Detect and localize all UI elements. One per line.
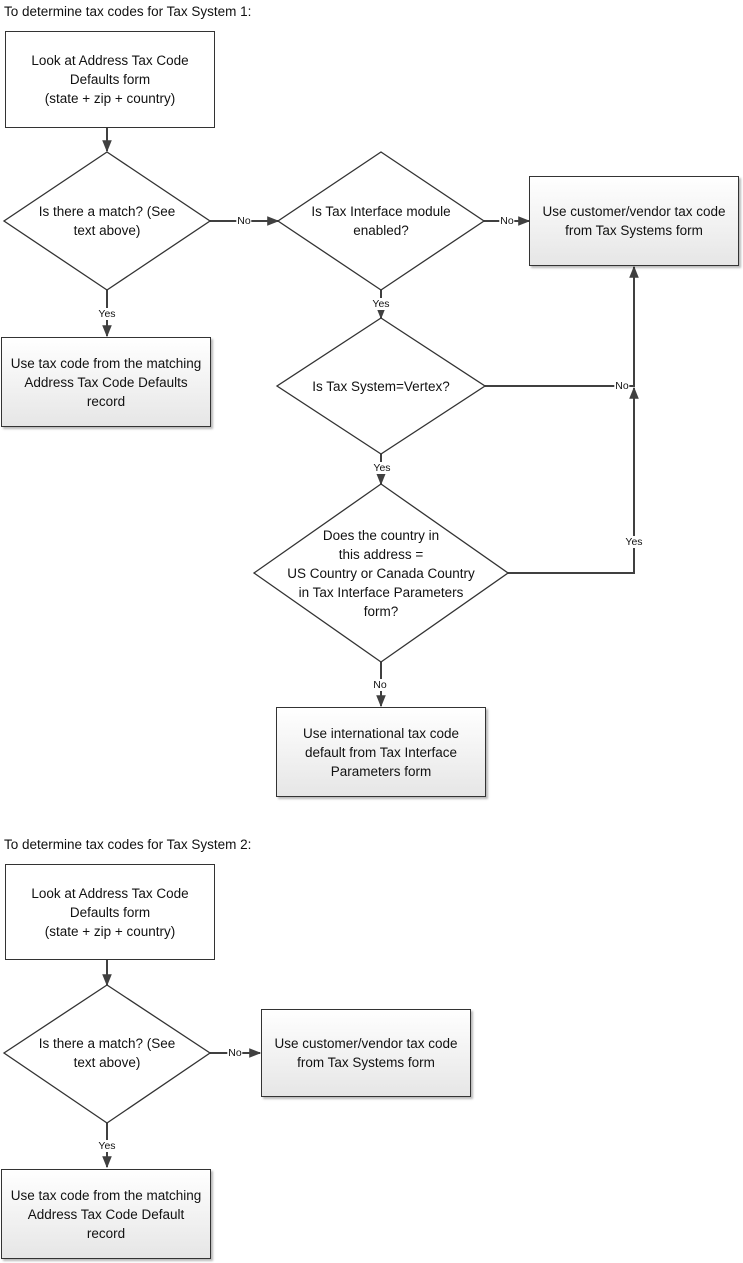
decision2-match-text: Is there a match? (See text above) xyxy=(30,1028,184,1078)
address-default-box: Use tax code from the matching Address T… xyxy=(1,337,211,427)
label-match-no: No xyxy=(236,215,252,227)
decision-match-text: Is there a match? (See text above) xyxy=(30,196,184,246)
start-box-text: Look at Address Tax Code Defaults form (… xyxy=(31,53,189,106)
start-box-2: Look at Address Tax Code Defaults form (… xyxy=(5,864,215,960)
decision-vertex-label: Is Tax System=Vertex? xyxy=(312,378,450,394)
section1-heading: To determine tax codes for Tax System 1: xyxy=(4,4,252,19)
decision-match-label: Is there a match? (See text above) xyxy=(38,204,176,238)
decision-vertex-text: Is Tax System=Vertex? xyxy=(290,372,472,400)
label2-match-no: No xyxy=(227,1047,243,1059)
customer-vendor-text: Use customer/vendor tax code from Tax Sy… xyxy=(542,204,726,238)
label-match-yes: Yes xyxy=(97,308,117,320)
label-vertex-yes: Yes xyxy=(372,462,392,474)
label2-match-yes: Yes xyxy=(97,1140,117,1152)
customer-vendor-box-2: Use customer/vendor tax code from Tax Sy… xyxy=(261,1009,471,1097)
decision-vertex-diamond xyxy=(275,317,487,455)
label-module-no: No xyxy=(499,215,515,227)
decision-country-diamond xyxy=(252,483,510,663)
address-default-2-text: Use tax code from the matching Address T… xyxy=(10,1187,202,1241)
address-default-box-2: Use tax code from the matching Address T… xyxy=(1,1169,211,1259)
international-box: Use international tax code default from … xyxy=(276,707,486,797)
customer-vendor-box: Use customer/vendor tax code from Tax Sy… xyxy=(529,176,739,266)
start-box: Look at Address Tax Code Defaults form (… xyxy=(5,31,215,128)
decision2-match-label: Is there a match? (See text above) xyxy=(38,1036,176,1070)
decision-country-text: Does the country in this address = US Co… xyxy=(246,521,516,625)
international-text: Use international tax code default from … xyxy=(302,725,460,779)
label-country-no: No xyxy=(372,679,388,691)
edge-country-yes-up xyxy=(508,386,639,574)
decision-module-label: Is Tax Interface module enabled? xyxy=(311,204,451,238)
edge-vertex-no-to-customer xyxy=(485,265,639,387)
decision-match-diamond xyxy=(2,151,212,291)
decision-module-diamond xyxy=(276,151,486,291)
decision-module-text: Is Tax Interface module enabled? xyxy=(300,196,462,246)
start-box-2-text: Look at Address Tax Code Defaults form (… xyxy=(31,885,189,939)
label-module-yes: Yes xyxy=(371,298,391,310)
decision-country-label: Does the country in this address = US Co… xyxy=(287,527,475,619)
address-default-text: Use tax code from the matching Address T… xyxy=(10,355,202,409)
label-vertex-no: No xyxy=(614,380,630,392)
label-country-yes: Yes xyxy=(624,536,644,548)
decision2-match-diamond xyxy=(2,984,212,1124)
section2-heading: To determine tax codes for Tax System 2: xyxy=(4,837,252,852)
customer-vendor-2-text: Use customer/vendor tax code from Tax Sy… xyxy=(274,1036,458,1070)
